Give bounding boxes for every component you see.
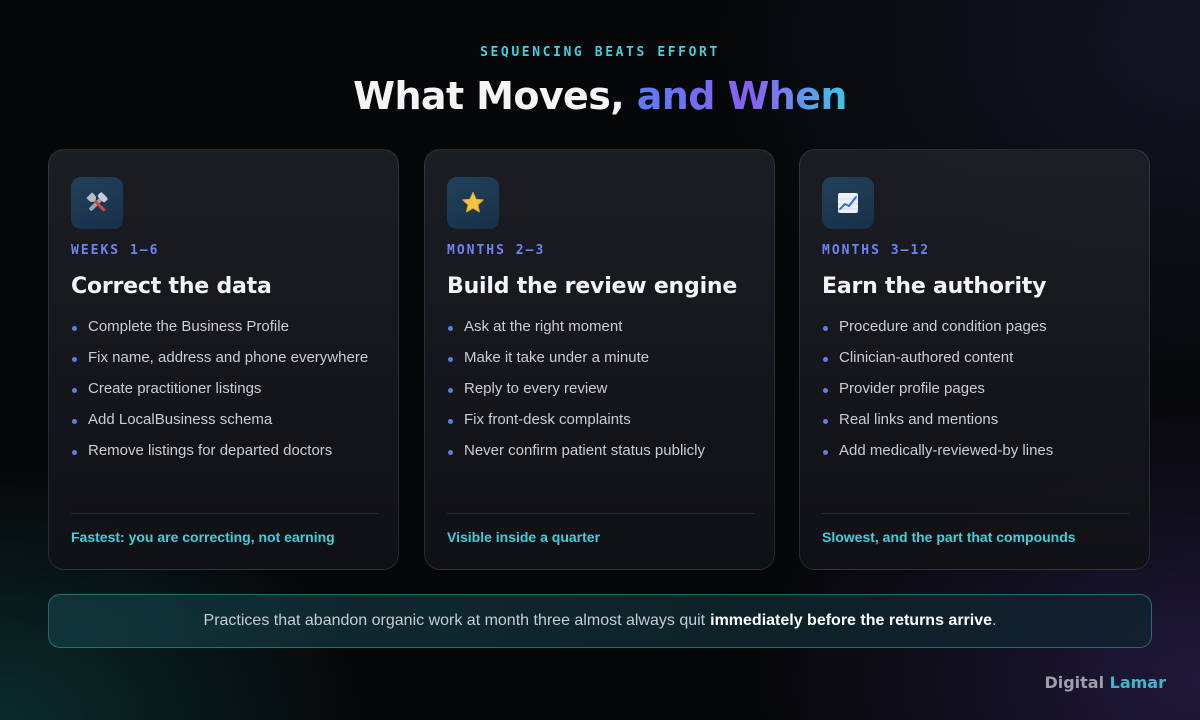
brand-logo: Digital Lamar <box>1044 673 1166 692</box>
card-divider <box>447 513 754 514</box>
chart-up-icon <box>822 177 874 229</box>
callout-text: Practices that abandon organic work at m… <box>203 612 706 629</box>
list-item: Add LocalBusiness schema <box>71 411 391 442</box>
card-phase: WEEKS 1–6 <box>71 243 160 258</box>
list-item: Procedure and condition pages <box>822 318 1142 349</box>
list-item: Make it take under a minute <box>447 349 767 380</box>
list-item: Add medically-reviewed-by lines <box>822 442 1142 473</box>
card-months-3-12: MONTHS 3–12 Earn the authority Procedure… <box>799 149 1150 570</box>
callout-end: . <box>992 612 997 629</box>
card-phase: MONTHS 3–12 <box>822 243 931 258</box>
phase-cards: WEEKS 1–6 Correct the data Complete the … <box>48 149 1152 572</box>
card-title: Correct the data <box>71 274 272 299</box>
card-footer-note: Slowest, and the part that compounds <box>822 529 1076 545</box>
list-item: Complete the Business Profile <box>71 318 391 349</box>
card-item-list: Complete the Business Profile Fix name, … <box>71 318 391 473</box>
card-footer-note: Fastest: you are correcting, not earning <box>71 529 335 545</box>
list-item: Real links and mentions <box>822 411 1142 442</box>
card-item-list: Ask at the right moment Make it take und… <box>447 318 767 473</box>
card-divider <box>822 513 1129 514</box>
list-item: Never confirm patient status publicly <box>447 442 767 473</box>
card-title: Build the review engine <box>447 274 738 299</box>
card-months-2-3: MONTHS 2–3 Build the review engine Ask a… <box>424 149 775 570</box>
callout-banner: Practices that abandon organic work at m… <box>48 594 1152 648</box>
page-title: What Moves, and When <box>0 74 1200 118</box>
title-main: What Moves, <box>353 74 637 118</box>
card-title: Earn the authority <box>822 274 1047 299</box>
card-divider <box>71 513 378 514</box>
list-item: Remove listings for departed doctors <box>71 442 391 473</box>
eyebrow-label: SEQUENCING BEATS EFFORT <box>480 45 720 60</box>
card-phase: MONTHS 2–3 <box>447 243 546 258</box>
card-item-list: Procedure and condition pages Clinician-… <box>822 318 1142 473</box>
list-item: Create practitioner listings <box>71 380 391 411</box>
star-icon <box>447 177 499 229</box>
list-item: Provider profile pages <box>822 380 1142 411</box>
title-accent: and When <box>636 74 848 118</box>
list-item: Fix name, address and phone everywhere <box>71 349 391 380</box>
card-weeks-1-6: WEEKS 1–6 Correct the data Complete the … <box>48 149 399 570</box>
brand-name-part2: Lamar <box>1109 673 1166 692</box>
list-item: Ask at the right moment <box>447 318 767 349</box>
list-item: Fix front-desk complaints <box>447 411 767 442</box>
card-footer-note: Visible inside a quarter <box>447 529 601 545</box>
list-item: Clinician-authored content <box>822 349 1142 380</box>
tools-icon <box>71 177 123 229</box>
list-item: Reply to every review <box>447 380 767 411</box>
brand-name-part1: Digital <box>1044 673 1110 692</box>
callout-emphasis: immediately before the returns arrive <box>710 612 993 629</box>
